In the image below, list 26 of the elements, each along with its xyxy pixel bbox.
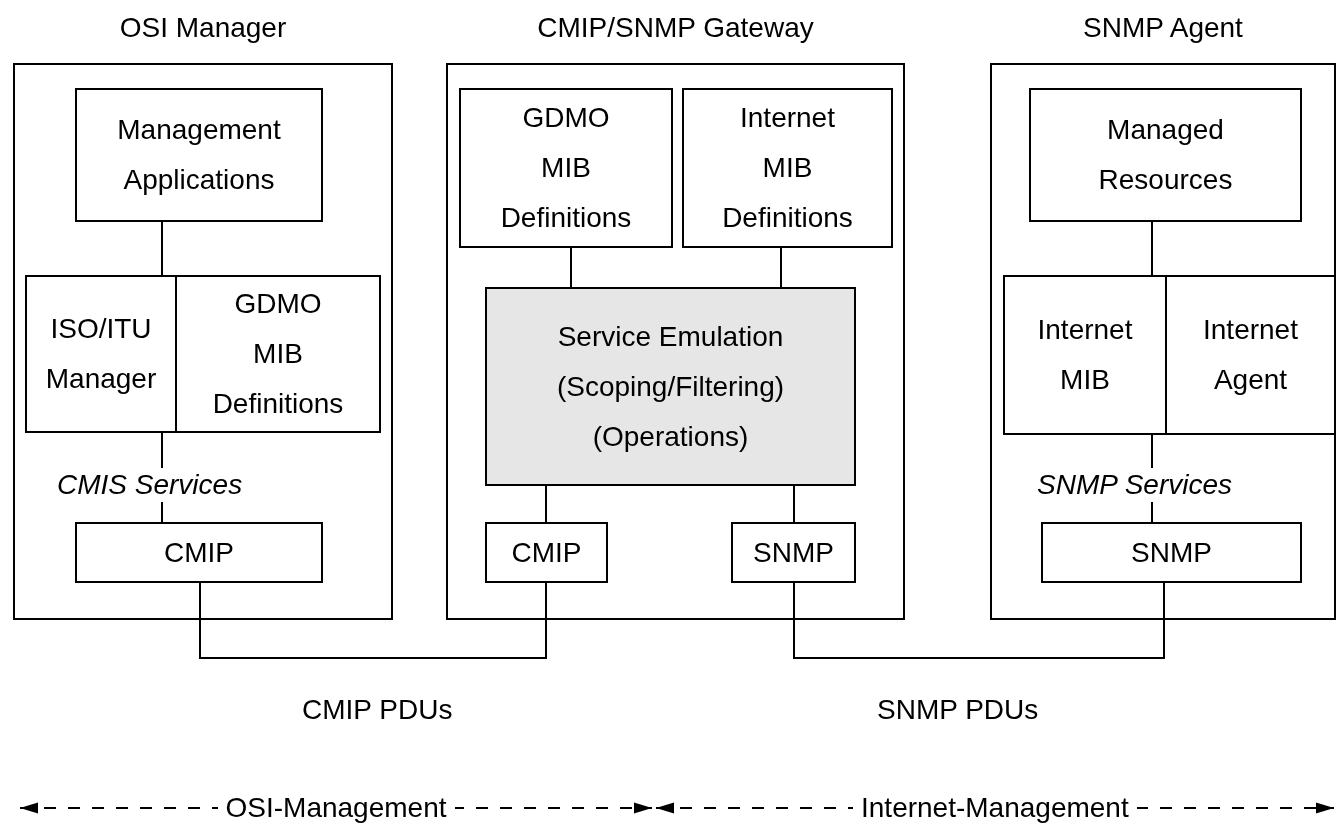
process-box: SNMP	[731, 522, 856, 583]
connector-line	[545, 485, 547, 523]
process-box: Internet MIB Definitions	[682, 88, 893, 248]
process-box: Management Applications	[75, 88, 323, 222]
group-title: OSI Manager	[118, 11, 288, 45]
process-box: GDMO MIB Definitions	[459, 88, 673, 248]
connector-line	[793, 582, 1165, 659]
shaded-process-box: Service Emulation (Scoping/Filtering) (Operations)	[485, 287, 856, 486]
edge-label: SNMP Services	[1035, 468, 1234, 502]
group-title: CMIP/SNMP Gateway	[536, 11, 815, 45]
edge-label: CMIS Services	[55, 468, 245, 502]
connector-line	[1151, 221, 1153, 276]
process-box: Managed Resources	[1029, 88, 1302, 222]
process-box: SNMP	[1041, 522, 1302, 583]
process-box: Internet Agent	[1165, 275, 1336, 435]
process-box: GDMO MIB Definitions	[175, 275, 381, 433]
process-box: ISO/ITU Manager	[25, 275, 177, 433]
connector-line	[793, 485, 795, 523]
process-box: CMIP	[485, 522, 608, 583]
connector-line	[161, 221, 163, 276]
process-box: Internet MIB	[1003, 275, 1167, 435]
connector-line	[570, 247, 572, 288]
process-box: CMIP	[75, 522, 323, 583]
connector-line	[199, 582, 547, 659]
connector-line	[780, 247, 782, 288]
group-title: SNMP Agent	[1082, 11, 1244, 45]
